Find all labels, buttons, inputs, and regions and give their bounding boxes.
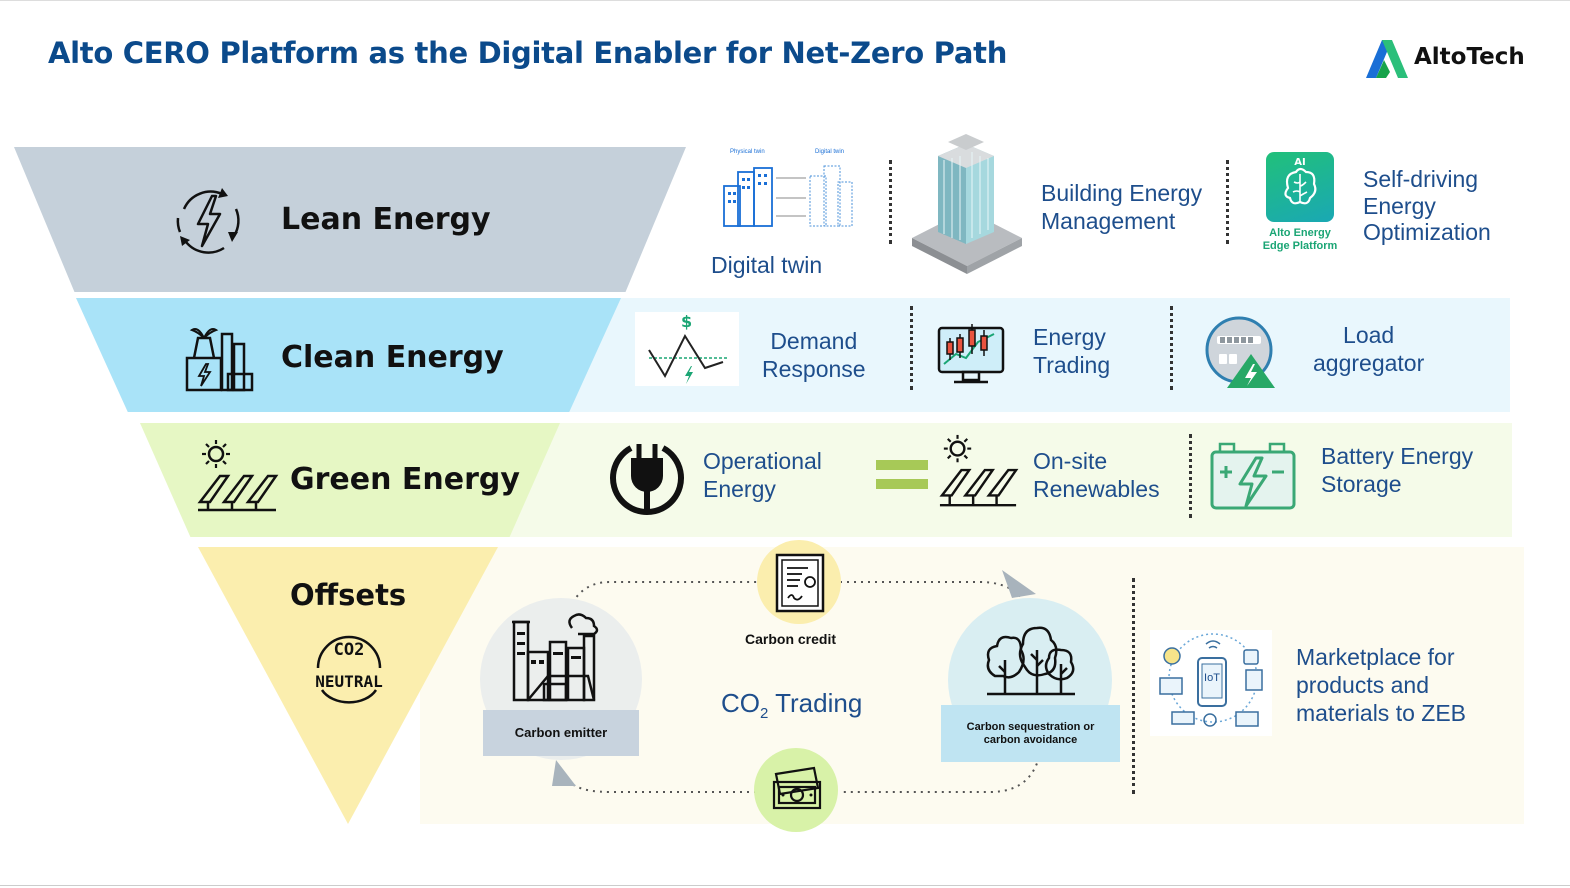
factory-icon: [512, 613, 599, 702]
separator: [1189, 434, 1192, 518]
offsets-label: Offsets: [290, 578, 407, 612]
co2-badge-text: CO2: [333, 640, 365, 660]
digital-twin-icon: [723, 165, 853, 227]
carbon-emitter-box: [483, 710, 639, 756]
operational-energy-label: Operational Energy: [703, 448, 822, 502]
marketplace-label: Marketplace for products and materials t…: [1296, 644, 1466, 726]
solar-panels-icon: [197, 440, 279, 512]
power-plant-icon: [185, 328, 254, 392]
separator: [1132, 578, 1135, 794]
separator: [1170, 306, 1173, 390]
plug-icon: [610, 444, 684, 515]
demand-response-label: Demand Response: [762, 328, 866, 382]
co2-trading-suffix: Trading: [768, 688, 863, 718]
demand-response-icon: $: [635, 312, 739, 386]
clean-energy-band: [76, 298, 621, 412]
green-energy-band: [140, 423, 560, 537]
iot-marketplace-icon: IoT: [1150, 630, 1272, 736]
load-aggregator-label: Load aggregator: [1313, 322, 1425, 376]
certificate-icon: [775, 553, 825, 613]
iot-text: IoT: [1204, 672, 1220, 684]
physical-twin-caption: Physical twin: [730, 149, 765, 155]
money-icon: [772, 766, 822, 810]
carbon-credit-label: Carbon credit: [745, 631, 837, 647]
bem-label: Building Energy Management: [1041, 180, 1203, 234]
co2-trading-prefix: CO: [721, 688, 760, 718]
dollar-icon: $: [681, 312, 693, 331]
lean-energy-label: Lean Energy: [281, 202, 491, 237]
neutral-badge-text: NEUTRAL: [315, 672, 383, 691]
sequestration-label: Carbon sequestration or carbon avoidance: [966, 721, 1095, 746]
green-energy-label: Green Energy: [290, 462, 520, 497]
edge-platform-label: Alto Energy Edge Platform: [1262, 227, 1338, 252]
battery-storage-label: Battery Energy Storage: [1321, 443, 1474, 497]
clean-energy-label: Clean Energy: [281, 340, 504, 375]
separator: [1226, 160, 1229, 244]
altotech-logo-icon: [1366, 40, 1408, 78]
sequestration-box: [941, 705, 1120, 762]
equals-icon: [876, 460, 928, 490]
page-title: Alto CERO Platform as the Digital Enable…: [48, 36, 1008, 70]
logo-text: AltoTech: [1414, 44, 1525, 70]
edge-platform-icon: AI: [1266, 152, 1334, 222]
co2-neutral-icon: CO2 NEUTRAL: [308, 634, 390, 704]
digital-twin-label: Digital twin: [711, 252, 823, 278]
forest-icon: [986, 626, 1075, 696]
cycle-bolt-icon: [176, 188, 240, 254]
co2-trading-label: CO2 Trading: [721, 689, 862, 728]
building-icon: [912, 134, 1022, 274]
digital-twin-caption: Digital twin: [815, 149, 845, 155]
self-driving-label: Self-driving Energy Optimization: [1363, 166, 1491, 245]
onsite-renewables-label: On-site Renewables: [1033, 448, 1160, 502]
bottom-rule: [0, 885, 1570, 886]
top-rule: [0, 0, 1570, 1]
carbon-emitter-label: Carbon emitter: [514, 725, 608, 740]
edge-ai-text: AI: [1294, 157, 1306, 168]
energy-trading-label: Energy Trading: [1033, 324, 1111, 378]
separator: [889, 160, 892, 244]
separator: [910, 306, 913, 390]
onsite-solar-icon: [939, 434, 1019, 507]
lean-energy-band: [14, 147, 686, 292]
green-energy-panel: [500, 423, 1512, 537]
load-aggregator-icon: [1205, 316, 1275, 388]
battery-icon: [1210, 442, 1296, 510]
co2-trading-subscript: 2: [760, 705, 769, 723]
trading-monitor-icon: [937, 324, 1005, 384]
